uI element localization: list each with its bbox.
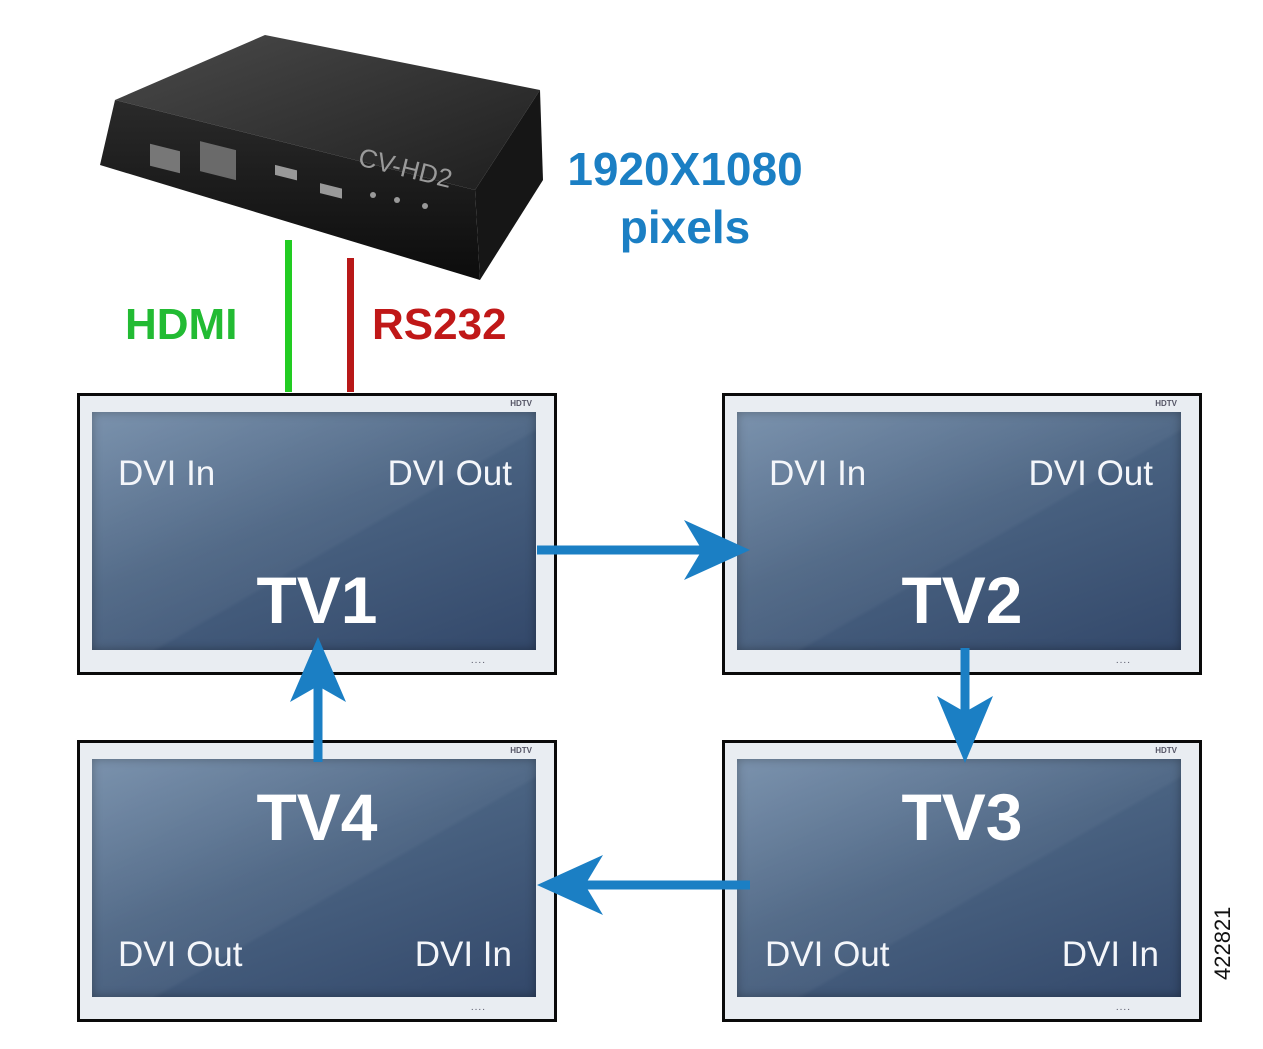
resolution-value: 1920X1080 bbox=[567, 143, 803, 195]
resolution-unit: pixels bbox=[619, 201, 751, 253]
tv2-screen bbox=[737, 412, 1181, 650]
tv-buttons: .... bbox=[470, 1002, 486, 1013]
hdtv-badge: HDTV bbox=[510, 746, 532, 755]
tv4-display: HDTV TV4 DVI Out DVI In .... bbox=[77, 740, 557, 1022]
tv-buttons: .... bbox=[470, 655, 486, 666]
hdtv-badge: HDTV bbox=[1155, 399, 1177, 408]
resolution-text: 1920X1080 pixels bbox=[545, 140, 825, 256]
tv3-screen bbox=[737, 759, 1181, 997]
hdmi-label: HDMI bbox=[125, 300, 238, 349]
tv2-name: TV2 bbox=[901, 563, 1023, 637]
tv4-port-right: DVI In bbox=[414, 935, 512, 974]
tv2-port-left: DVI In bbox=[769, 454, 867, 493]
figure-id: 422821 bbox=[1210, 906, 1235, 980]
tv1-port-right: DVI Out bbox=[387, 454, 512, 493]
tv3-display: HDTV TV3 DVI Out DVI In .... bbox=[722, 740, 1202, 1022]
rs232-label: RS232 bbox=[372, 300, 507, 349]
tv3-port-left: DVI Out bbox=[765, 935, 890, 974]
tv4-name: TV4 bbox=[256, 780, 378, 854]
tv1-name: TV1 bbox=[256, 563, 378, 637]
tv4-screen bbox=[92, 759, 536, 997]
tv1-screen bbox=[92, 412, 536, 650]
hdtv-badge: HDTV bbox=[510, 399, 532, 408]
tv-buttons: .... bbox=[1115, 1002, 1131, 1013]
rs232-cable bbox=[347, 258, 354, 392]
tv2-display: HDTV DVI In DVI Out TV2 .... bbox=[722, 393, 1202, 675]
hdmi-cable bbox=[285, 240, 292, 392]
tv-buttons: .... bbox=[1115, 655, 1131, 666]
media-player-device: CV-HD2 bbox=[100, 35, 543, 280]
hdtv-badge: HDTV bbox=[1155, 746, 1177, 755]
tv3-port-right: DVI In bbox=[1061, 935, 1159, 974]
tv1-port-left: DVI In bbox=[118, 454, 216, 493]
tv1-display: HDTV DVI In DVI Out TV1 .... bbox=[77, 393, 557, 675]
tv4-port-left: DVI Out bbox=[118, 935, 243, 974]
tv2-port-right: DVI Out bbox=[1028, 454, 1153, 493]
tv3-name: TV3 bbox=[901, 780, 1023, 854]
